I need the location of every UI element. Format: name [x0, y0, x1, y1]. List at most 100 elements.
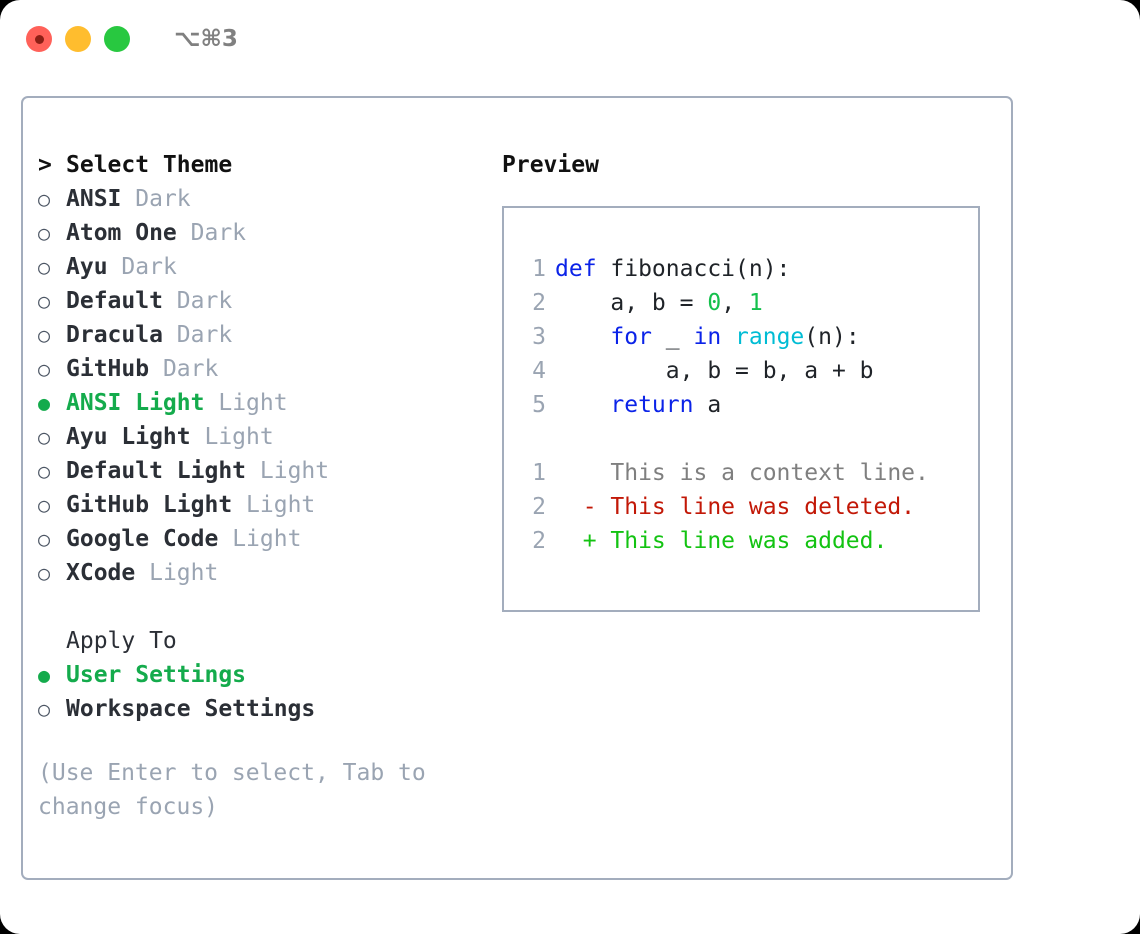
theme-variant: Light: [149, 560, 219, 586]
theme-variant: Dark: [121, 254, 177, 280]
theme-list-item[interactable]: ●ANSI Light Light: [38, 386, 468, 420]
close-button-icon[interactable]: [26, 26, 52, 52]
radio-unselected-icon[interactable]: ○: [38, 527, 51, 551]
code-token: _: [651, 324, 694, 350]
theme-name-gap: [163, 284, 177, 318]
theme-name: GitHub: [66, 356, 150, 382]
code-line: 4 a, b = b, a + b: [504, 354, 978, 388]
radio-unselected-icon[interactable]: ○: [38, 697, 51, 721]
theme-name-gap: [149, 352, 163, 386]
radio-unselected-icon[interactable]: ○: [38, 561, 51, 585]
theme-name-gap: [246, 454, 260, 488]
apply-to-item[interactable]: ●User Settings: [38, 658, 468, 692]
main-panel: > Select Theme ○ANSI Dark○Atom One Dark○…: [21, 96, 1013, 880]
theme-name: Dracula: [66, 322, 163, 348]
theme-list-item[interactable]: ○Ayu Dark: [38, 250, 468, 284]
code-line: 5 return a: [504, 388, 978, 422]
radio-unselected-icon[interactable]: ○: [38, 425, 51, 449]
diff-text: This is a context line.: [555, 460, 929, 486]
code-token: [555, 324, 610, 350]
theme-variant: Dark: [176, 288, 233, 314]
theme-list-item[interactable]: ○ANSI Dark: [38, 182, 468, 216]
preview-title: Preview: [502, 152, 599, 178]
code-token: a: [693, 392, 722, 418]
apply-to-item[interactable]: ○ Workspace Settings: [38, 692, 468, 726]
list-spacer: [38, 590, 468, 624]
theme-list-item[interactable]: ○ XCode Light: [38, 556, 468, 590]
radio-unselected-icon[interactable]: ○: [38, 289, 51, 313]
code-line: 3 for _ in range(n):: [504, 320, 978, 354]
theme-variant: Dark: [176, 322, 233, 348]
code-token: [721, 324, 735, 350]
theme-list-item[interactable]: ○Default Light Light: [38, 454, 468, 488]
diff-line: 2 - This line was deleted.: [504, 490, 978, 524]
radio-unselected-icon[interactable]: ○: [38, 323, 51, 347]
radio-unselected-icon[interactable]: ○: [38, 187, 51, 211]
code-token: a, b = b, a + b: [555, 358, 874, 384]
keyboard-shortcut-label: ⌥⌘3: [174, 26, 238, 52]
diff-line: 2 + This line was added.: [504, 524, 978, 558]
close-dot-icon: [34, 34, 44, 44]
theme-name-gap: [108, 250, 122, 284]
apply-to-label: Apply To: [66, 628, 177, 654]
select-theme-header: > Select Theme: [38, 148, 468, 182]
code-token: [555, 392, 610, 418]
theme-list-item[interactable]: ○ Ayu Light Light: [38, 420, 468, 454]
theme-name-gap: [121, 182, 135, 216]
theme-variant: Dark: [162, 356, 219, 382]
theme-name: XCode: [66, 560, 136, 586]
theme-list-item[interactable]: ○Default Dark: [38, 284, 468, 318]
apply-to-header: Apply To: [38, 624, 468, 658]
theme-variant: Light: [204, 424, 274, 450]
theme-list-item[interactable]: ○ GitHub Dark: [38, 352, 468, 386]
minimize-button-icon[interactable]: [65, 26, 91, 52]
radio-unselected-icon[interactable]: ○: [38, 357, 51, 381]
theme-name: GitHub Light: [66, 492, 233, 518]
theme-name-gap: [204, 386, 218, 420]
line-number: 1: [532, 460, 546, 486]
theme-name: Ayu Light: [66, 424, 191, 450]
theme-name-gap: [232, 488, 246, 522]
code-text: a, b = 0, 1: [546, 286, 762, 320]
radio-unselected-icon[interactable]: ○: [38, 493, 51, 517]
code-token: 0: [707, 290, 722, 316]
theme-list-item[interactable]: ○ Dracula Dark: [38, 318, 468, 352]
apply-to-item-label: Workspace Settings: [66, 696, 316, 722]
code-token: (n):: [804, 324, 860, 350]
theme-list-item[interactable]: ○ Google Code Light: [38, 522, 468, 556]
page-title: Select Theme: [66, 152, 233, 178]
maximize-button-icon[interactable]: [104, 26, 130, 52]
radio-unselected-icon[interactable]: ○: [38, 221, 51, 245]
diff-line: 1 This is a context line.: [504, 456, 978, 490]
theme-name-gap: [177, 216, 191, 250]
apply-to-list: ●User Settings ○ Workspace Settings: [38, 658, 468, 726]
theme-picker: > Select Theme ○ANSI Dark○Atom One Dark○…: [38, 148, 468, 824]
code-text: for _ in range(n):: [546, 320, 860, 354]
code-text: return a: [546, 388, 721, 422]
line-number: 2: [532, 528, 546, 554]
code-token: def: [555, 256, 597, 282]
code-line: 2 a, b = 0, 1: [504, 286, 978, 320]
theme-name-gap: [135, 556, 149, 590]
code-token: a, b =: [555, 290, 708, 316]
radio-unselected-icon[interactable]: ○: [38, 459, 51, 483]
theme-variant: Light: [218, 390, 288, 416]
line-number: 5: [532, 392, 546, 418]
theme-list-item[interactable]: ○Atom One Dark: [38, 216, 468, 250]
theme-variant: Light: [259, 458, 330, 484]
radio-unselected-icon[interactable]: ○: [38, 255, 51, 279]
radio-selected-icon[interactable]: ●: [38, 391, 51, 415]
line-number: 1: [532, 256, 546, 282]
radio-selected-icon[interactable]: ●: [38, 663, 51, 687]
theme-variant: Dark: [190, 220, 247, 246]
line-number: 4: [532, 358, 546, 384]
title-bar: ⌥⌘3: [0, 0, 1140, 78]
diff-text: - This line was deleted.: [555, 494, 916, 520]
theme-name: Google Code: [66, 526, 219, 552]
theme-variant: Light: [232, 526, 302, 552]
theme-list-item[interactable]: ○GitHub Light Light: [38, 488, 468, 522]
code-token: return: [610, 392, 694, 418]
